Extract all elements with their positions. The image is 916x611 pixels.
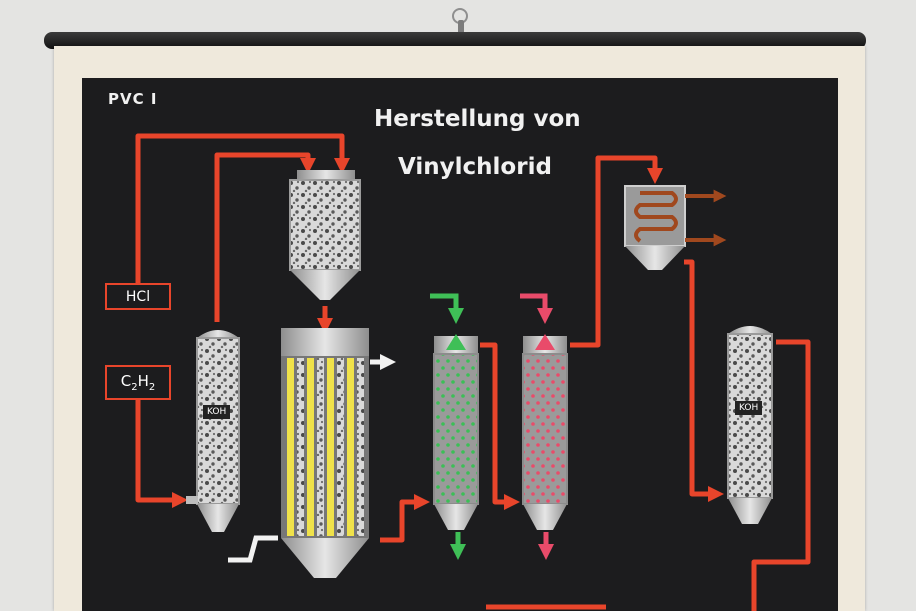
title-line-2: Vinylchlorid — [398, 154, 552, 180]
cooling-coil — [634, 191, 678, 243]
koh-label-right: KOH — [735, 401, 763, 415]
koh-label-left: KOH — [203, 405, 231, 419]
hook-stem — [458, 20, 464, 36]
title-line-1: Herstellung von — [374, 106, 581, 132]
reactor-to-scrubber-pipe — [380, 493, 431, 543]
catalyst-hopper — [289, 170, 361, 300]
process-pipes — [135, 133, 811, 611]
reactor-inlet-line — [228, 535, 278, 563]
scrubber-transfer-pipe — [480, 342, 521, 511]
dryer-to-mixer-pipe — [214, 152, 317, 322]
reactor-tubes — [287, 358, 364, 536]
green-wash-inlet — [430, 293, 465, 325]
scrubber-to-condenser-pipe — [570, 155, 664, 348]
auxiliary-lines — [228, 353, 397, 563]
c2h2-label: C2H2 — [120, 372, 156, 393]
condenser-to-dryer-pipe — [684, 259, 725, 503]
condenser — [624, 185, 727, 270]
c2h2-feed-pipe — [135, 400, 189, 509]
chart-code: PVC I — [108, 90, 158, 108]
koh-dryer-right — [727, 326, 773, 524]
hcl-input-box: HCl — [105, 283, 171, 310]
hanging-rod — [44, 32, 866, 49]
hcl-label: HCl — [125, 288, 151, 305]
koh-dryer-left — [186, 330, 240, 532]
pink-wash-inlet — [520, 293, 554, 325]
product-outlet-pipe — [751, 339, 811, 611]
scrubber-pink — [522, 334, 568, 530]
scrubber-green — [433, 334, 479, 530]
tube-reactor — [281, 328, 369, 578]
washing-liquid-lines — [430, 293, 555, 561]
c2h2-input-box: C2H2 — [105, 365, 171, 400]
hcl-feed-pipe — [135, 133, 351, 283]
